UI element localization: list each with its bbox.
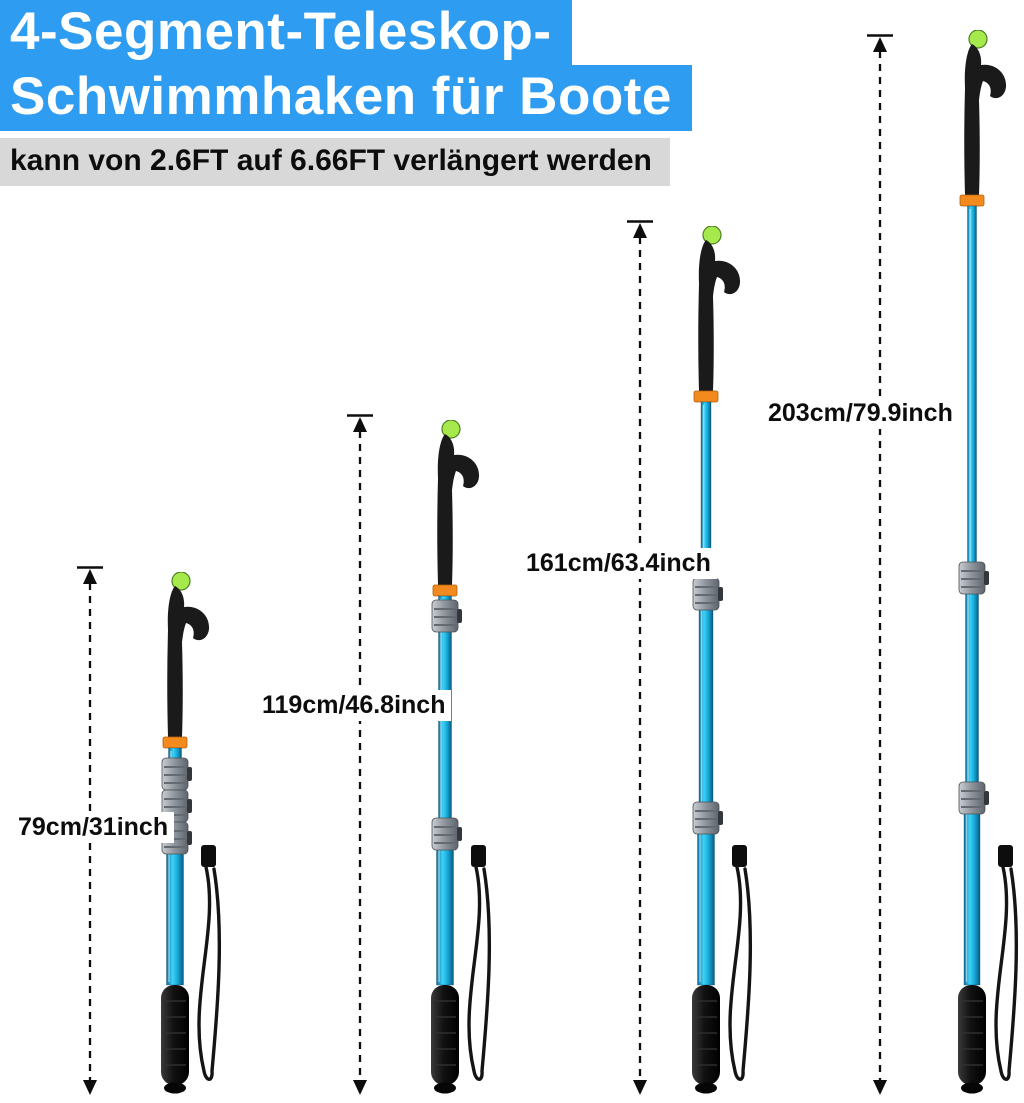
arrow-up-head [873,37,887,52]
lanyard-cord [467,865,492,1081]
boat-hook-4 [958,30,1019,1094]
measurement-label: 79cm/31inch [12,812,175,843]
collar-lever [187,831,192,845]
lanyard-toggle [471,845,486,867]
foam-grip [431,985,459,1085]
arrow-down-head [353,1080,367,1095]
pole-segment [967,205,977,579]
collar-ridges [961,570,983,588]
lanyard-cord [994,865,1019,1081]
hook-head [437,434,480,585]
title-line-2: Schwimmhaken für Boote [0,65,692,131]
arrow-down-head [83,1080,97,1095]
collar-lever [984,791,989,805]
boat-hook-1 [161,572,222,1094]
orange-collar [432,584,458,597]
foam-grip [161,985,189,1085]
measurement-label: 203cm/79.9inch [762,398,959,429]
collar-ridges [434,826,456,844]
lanyard-cord [197,865,222,1081]
arrow-up-head [353,417,367,432]
grip-end-cap [434,1082,456,1094]
measurement-arrow [627,220,653,1095]
collar-ridges [695,586,717,604]
collar-lever [457,827,462,841]
lanyard-toggle [998,845,1013,867]
collar-lever [187,767,192,781]
grip-end-cap [961,1082,983,1094]
collar-lever [457,609,462,623]
collar-lever [984,571,989,585]
collar-lever [187,799,192,813]
lanyard-toggle [201,845,216,867]
hook-head [167,586,210,737]
collar-ridges [434,608,456,626]
collar-ridges [695,810,717,828]
collar-lever [718,587,723,601]
header: 4-Segment-Teleskop- Schwimmhaken für Boo… [0,0,692,186]
measurement-label: 161cm/63.4inch [520,548,717,579]
orange-collar [162,736,188,749]
arrow-up-head [83,569,97,584]
foam-grip [692,985,720,1085]
arrow-down-head [873,1080,887,1095]
grip-end-cap [164,1082,186,1094]
lanyard-toggle [732,845,747,867]
lanyard-cord [728,865,753,1081]
collar-lever [718,811,723,825]
measurement-arrow [867,34,893,1095]
glow-ball-tip [441,420,461,439]
collar-ridges [961,790,983,808]
measurement-label: 119cm/46.8inch [256,690,452,721]
hook-head [964,44,1007,195]
arrow-up-head [633,223,647,238]
orange-collar [693,390,719,403]
measurement-arrow [347,414,373,1095]
collar-ridges [164,766,186,784]
title-line-1: 4-Segment-Teleskop- [0,0,572,66]
glow-ball-tip [171,572,191,591]
glow-ball-tip [968,30,988,49]
glow-ball-tip [702,226,722,245]
boat-hook-3 [692,226,753,1094]
hook-head [698,240,741,391]
subtitle-bar: kann von 2.6FT auf 6.66FT verlängert wer… [0,137,670,186]
foam-grip [958,985,986,1085]
orange-collar [959,194,985,207]
boat-hook-2 [431,420,492,1094]
grip-end-cap [695,1082,717,1094]
arrow-down-head [633,1080,647,1095]
